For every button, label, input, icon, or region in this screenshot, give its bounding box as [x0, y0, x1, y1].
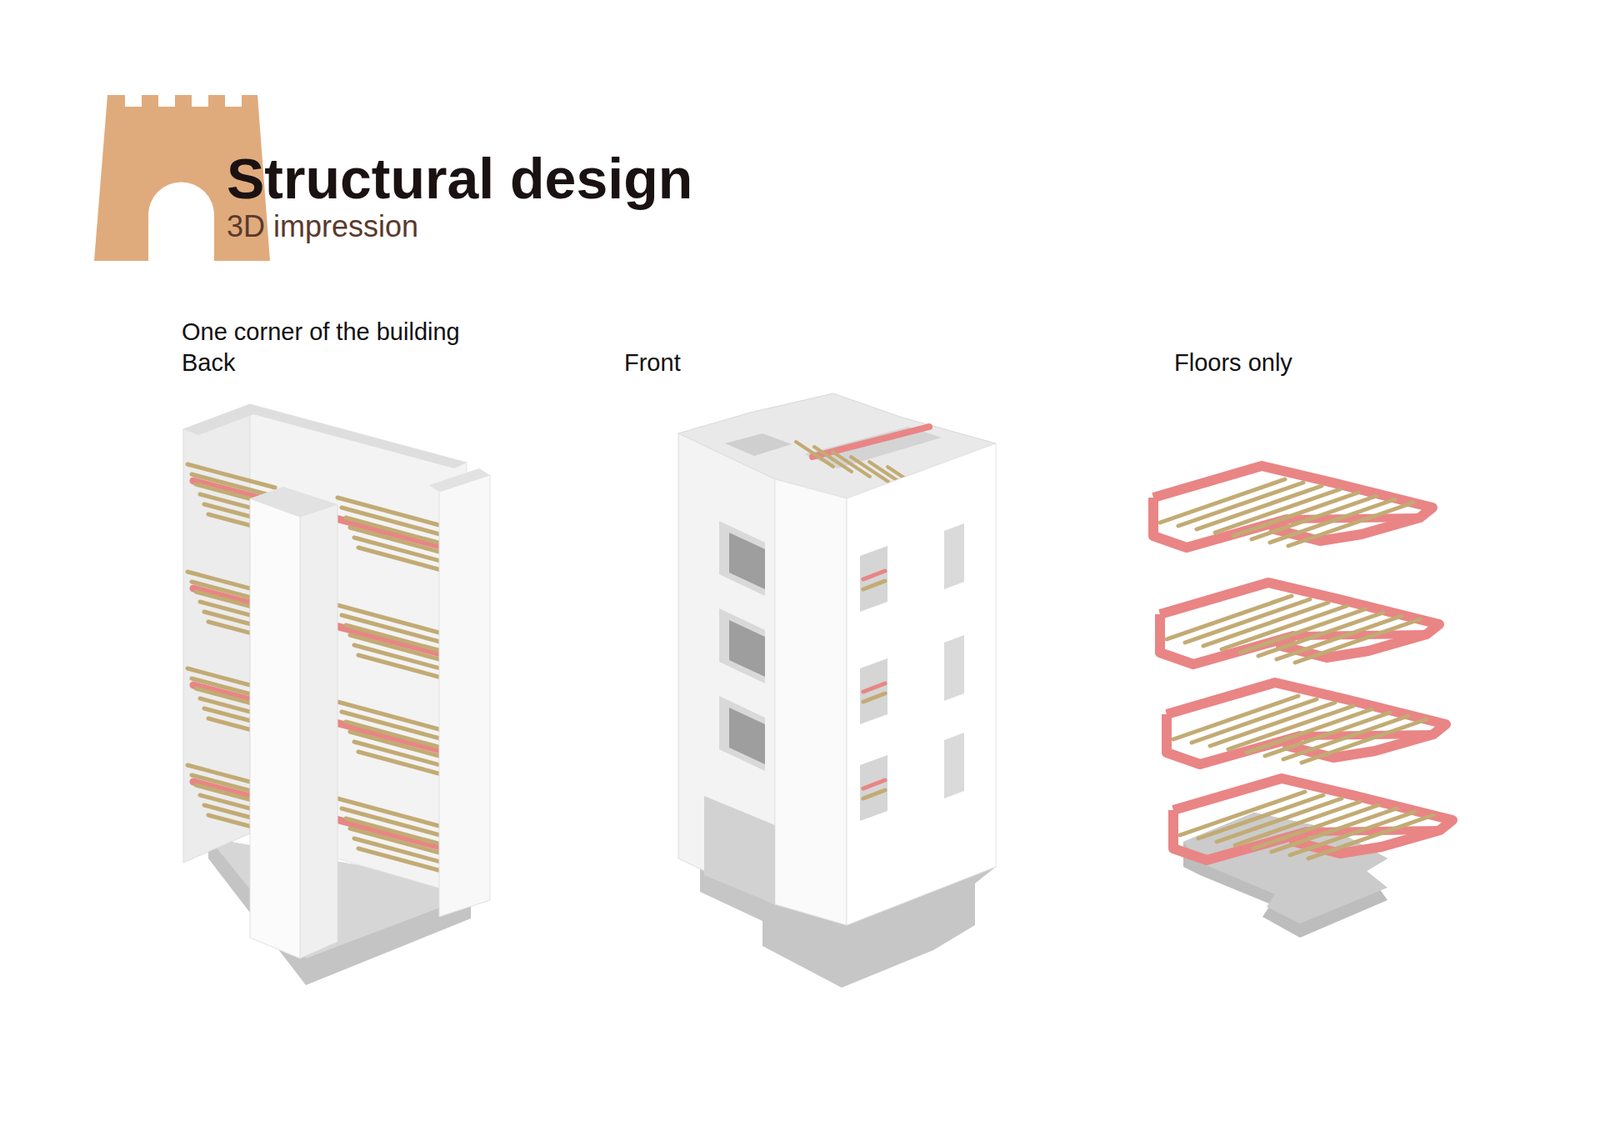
- window-inside: [729, 707, 765, 765]
- wall-top: [250, 404, 467, 469]
- pink-ring-beam: [1173, 778, 1453, 860]
- right-face: [846, 443, 996, 925]
- subtitle: 3D impression: [226, 211, 419, 242]
- timber-beam: [1271, 808, 1397, 852]
- pink-beam: [863, 683, 885, 692]
- timber-beam: [1288, 502, 1414, 546]
- window: [860, 755, 888, 821]
- timber-beam: [1265, 712, 1390, 756]
- window: [860, 658, 888, 725]
- view-label: Front: [624, 350, 681, 375]
- timber-beam: [863, 693, 885, 702]
- chamfer-face: [775, 479, 847, 925]
- pillar-front: [250, 498, 300, 959]
- wall-top: [429, 468, 490, 492]
- timber-beam: [1290, 811, 1415, 855]
- window: [944, 635, 965, 701]
- timber-beam: [1258, 612, 1384, 656]
- timber-beam: [1295, 619, 1420, 663]
- window: [944, 732, 965, 799]
- window: [719, 695, 765, 771]
- timber-beam: [1308, 815, 1434, 859]
- floor-frame: [1166, 682, 1446, 765]
- slide-title: Structural design: [226, 150, 693, 207]
- view-label: Back: [181, 350, 235, 375]
- window: [719, 608, 765, 684]
- pink-beam: [812, 426, 930, 457]
- pink-ring-beam: [1153, 465, 1433, 548]
- pink-beam: [863, 570, 885, 580]
- right-wall: [439, 475, 490, 917]
- pink-ring-beam: [1160, 582, 1440, 665]
- view-label: Floors only: [1174, 350, 1293, 375]
- view-label: One corner of the building: [181, 320, 460, 345]
- window-inside: [729, 620, 765, 677]
- timber-beam: [863, 580, 885, 590]
- timber-beam: [1276, 615, 1402, 660]
- pink-beam: [863, 780, 885, 789]
- window: [719, 520, 765, 596]
- floor-frame: [1160, 582, 1440, 665]
- floor-frame: [1153, 465, 1433, 548]
- timber-beam: [1301, 719, 1427, 763]
- wall-top: [250, 486, 338, 517]
- window: [944, 523, 965, 590]
- timber-beam: [1251, 495, 1377, 540]
- timber-beam: [863, 790, 885, 799]
- door-opening: [704, 795, 775, 905]
- building-back: [183, 404, 490, 985]
- floors-only: [1153, 465, 1453, 938]
- top-cavity: [725, 433, 792, 456]
- left-face: [678, 433, 775, 905]
- floor-frame: [1173, 778, 1453, 860]
- building-front: [678, 393, 996, 988]
- window-inside: [729, 532, 765, 590]
- pink-ring-beam: [1166, 682, 1446, 765]
- pillar-side: [300, 504, 338, 959]
- timber-beam: [1283, 715, 1409, 760]
- window: [860, 545, 888, 612]
- timber-beam: [1270, 499, 1395, 543]
